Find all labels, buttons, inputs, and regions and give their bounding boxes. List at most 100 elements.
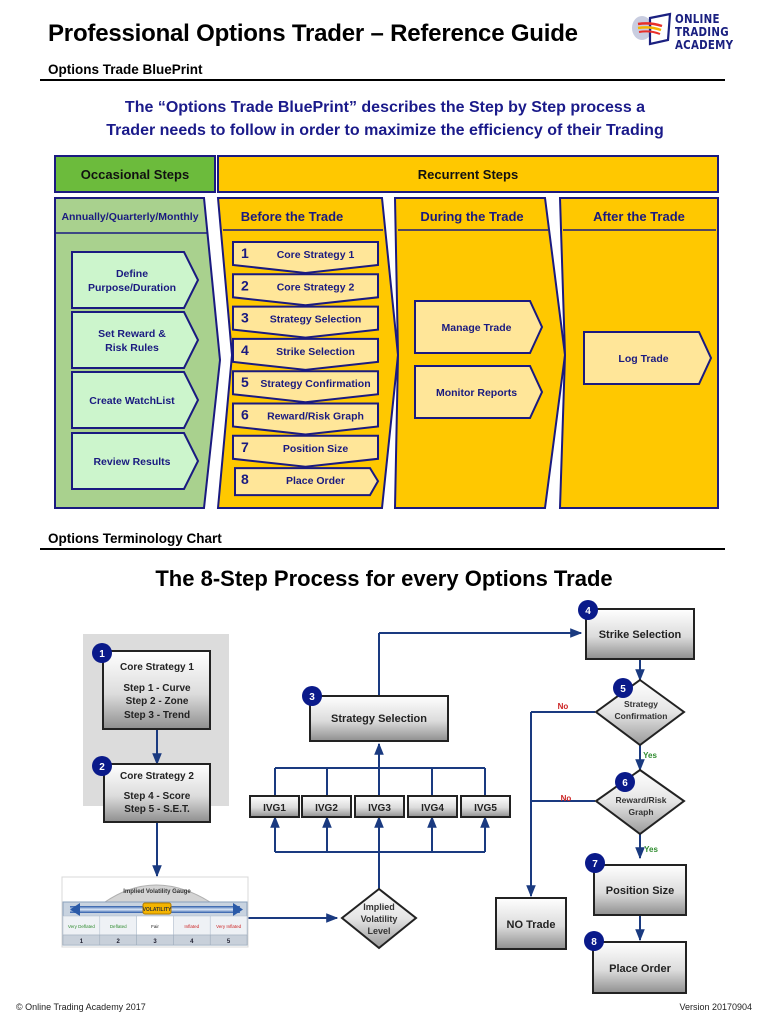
ivg-box: IVG3 (354, 795, 405, 818)
diagram-label: Position Size (606, 885, 674, 897)
intro-line-1: The “Options Trade BluePrint” describes … (124, 99, 646, 116)
step-label: Core Strategy 2 (277, 281, 355, 293)
no-label: No (558, 702, 569, 711)
before-trade-step: 2 Core Strategy 2 (232, 273, 379, 307)
step-number: 7 (241, 439, 249, 455)
diagram-label: Implied (363, 902, 395, 912)
step-label: Core Strategy 1 (277, 249, 355, 261)
before-trade-step: 4 Strike Selection (232, 337, 379, 371)
occasional-step-box: Set Reward &Risk Rules (71, 311, 200, 369)
no-trade-box: NO Trade (495, 897, 567, 950)
diagram-label: Create WatchList (89, 395, 175, 407)
recurrent-steps-header: Recurrent Steps (217, 155, 719, 193)
step-number: 2 (241, 277, 249, 293)
step-badge-7 (585, 853, 605, 873)
online-trading-academy-logo (632, 12, 672, 46)
diagram-label: 4 (585, 606, 591, 617)
section-divider (40, 548, 725, 550)
implied-volatility-level-diamond: Implied Volatility Level (340, 887, 418, 950)
step-badge-3 (302, 686, 322, 706)
diagram-label: Set Reward & (98, 328, 166, 340)
logo-line-1: ONLINE TRADING (675, 11, 729, 39)
diagram-label: Very Inflated (216, 924, 242, 929)
core-strategy-1-box: Core Strategy 1 Step 1 - Curve Step 2 - … (92, 643, 211, 730)
ivg-box: IVG1 (249, 795, 300, 818)
page-title: Professional Options Trader – Reference … (48, 20, 578, 47)
logo-text: ONLINE TRADING ACADEMY (675, 12, 751, 51)
diagram-label: 6 (622, 778, 628, 789)
during-trade-item: Manage Trade (414, 300, 544, 354)
diagram-label: Step 1 - Curve (123, 683, 191, 694)
step-number: 5 (241, 374, 249, 390)
step-badge-1 (92, 643, 112, 663)
step-label: Position Size (283, 443, 349, 455)
occasional-step-box: Review Results (71, 432, 200, 490)
occasional-subheader: Annually/Quarterly/Monthly (61, 211, 198, 223)
diagram-label: Strategy Selection (331, 713, 427, 725)
step-number: 3 (241, 310, 249, 326)
step-label: Strategy Selection (270, 314, 362, 326)
step-badge-2 (92, 756, 112, 776)
place-order-box: Place Order 8 (584, 931, 687, 994)
diagram-label: Step 5 - S.E.T. (124, 804, 190, 815)
recurrent-steps-label: Recurrent Steps (418, 167, 518, 182)
diagram-label: Core Strategy 2 (120, 771, 194, 782)
diagram-label: Define (116, 268, 148, 280)
diagram-label: Confirmation (615, 711, 668, 721)
occasional-step-box: Create WatchList (71, 371, 200, 429)
diagram-label: 5 (620, 684, 626, 695)
step-badge-8 (584, 931, 604, 951)
diagram-label: IVG2 (315, 803, 338, 814)
diagram-label: 8 (591, 937, 597, 948)
terminology-section-title: Options Terminology Chart (48, 531, 222, 546)
diagram-label: IVG5 (474, 803, 497, 814)
after-trade-item: Log Trade (583, 331, 713, 385)
ivg-box: IVG2 (301, 795, 352, 818)
ivg-box: IVG5 (460, 795, 511, 818)
gauge-badge: VOLATILITY (143, 907, 172, 913)
diagram-label: Reward/Risk (615, 795, 666, 805)
reward-risk-graph-diamond: Reward/Risk Graph 6 (594, 768, 686, 836)
diagram-label: Graph (628, 807, 653, 817)
strategy-confirmation-diamond: Strategy Confirmation 5 (594, 678, 686, 747)
diagram-label: Volatility (361, 914, 398, 924)
diagram-label: 3 (153, 939, 157, 945)
diagram-label: Inflated (184, 924, 199, 929)
gauge-title: Implied Volatility Gauge (123, 889, 191, 895)
diagram-label: 1 (80, 939, 84, 945)
after-trade-header: After the Trade (593, 209, 685, 224)
diagram-label: Strategy (624, 699, 658, 709)
diagram-label: 5 (227, 939, 231, 945)
book-logo-icon (632, 12, 672, 46)
yes-label: Yes (643, 751, 657, 760)
diagram-label: Level (367, 926, 390, 936)
step-label: Strike Selection (276, 346, 355, 358)
step-label: Place Order (286, 475, 345, 487)
eight-step-title: The 8-Step Process for every Options Tra… (155, 566, 613, 591)
section-divider (40, 79, 725, 81)
gauge-zone: Inflated 4 (173, 915, 211, 946)
strike-selection-box: Strike Selection 4 (578, 600, 695, 660)
intro-line-2: Trader needs to follow in order to maxim… (106, 122, 664, 139)
flow-connectors (152, 628, 645, 942)
blueprint-intro: The “Options Trade BluePrint” describes … (60, 96, 710, 142)
core-strategy-2-box: Core Strategy 2 Step 4 - Score Step 5 - … (92, 756, 211, 823)
diagram-label: IVG4 (421, 803, 444, 814)
diagram-label: Review Results (93, 456, 170, 468)
step-number: 4 (241, 342, 249, 358)
diagram-label: Manage Trade (441, 322, 511, 334)
diagram-label: 4 (190, 939, 194, 945)
step-badge-5 (613, 678, 633, 698)
before-trade-header: Before the Trade (241, 209, 344, 224)
diagram-label: 3 (309, 692, 315, 703)
diagram-label: Deflated (110, 924, 127, 929)
diagram-label: Step 4 - Score (124, 791, 191, 802)
implied-volatility-gauge: Implied Volatility Gauge VOLATILITY Very… (61, 876, 249, 948)
during-trade-header: During the Trade (420, 209, 523, 224)
